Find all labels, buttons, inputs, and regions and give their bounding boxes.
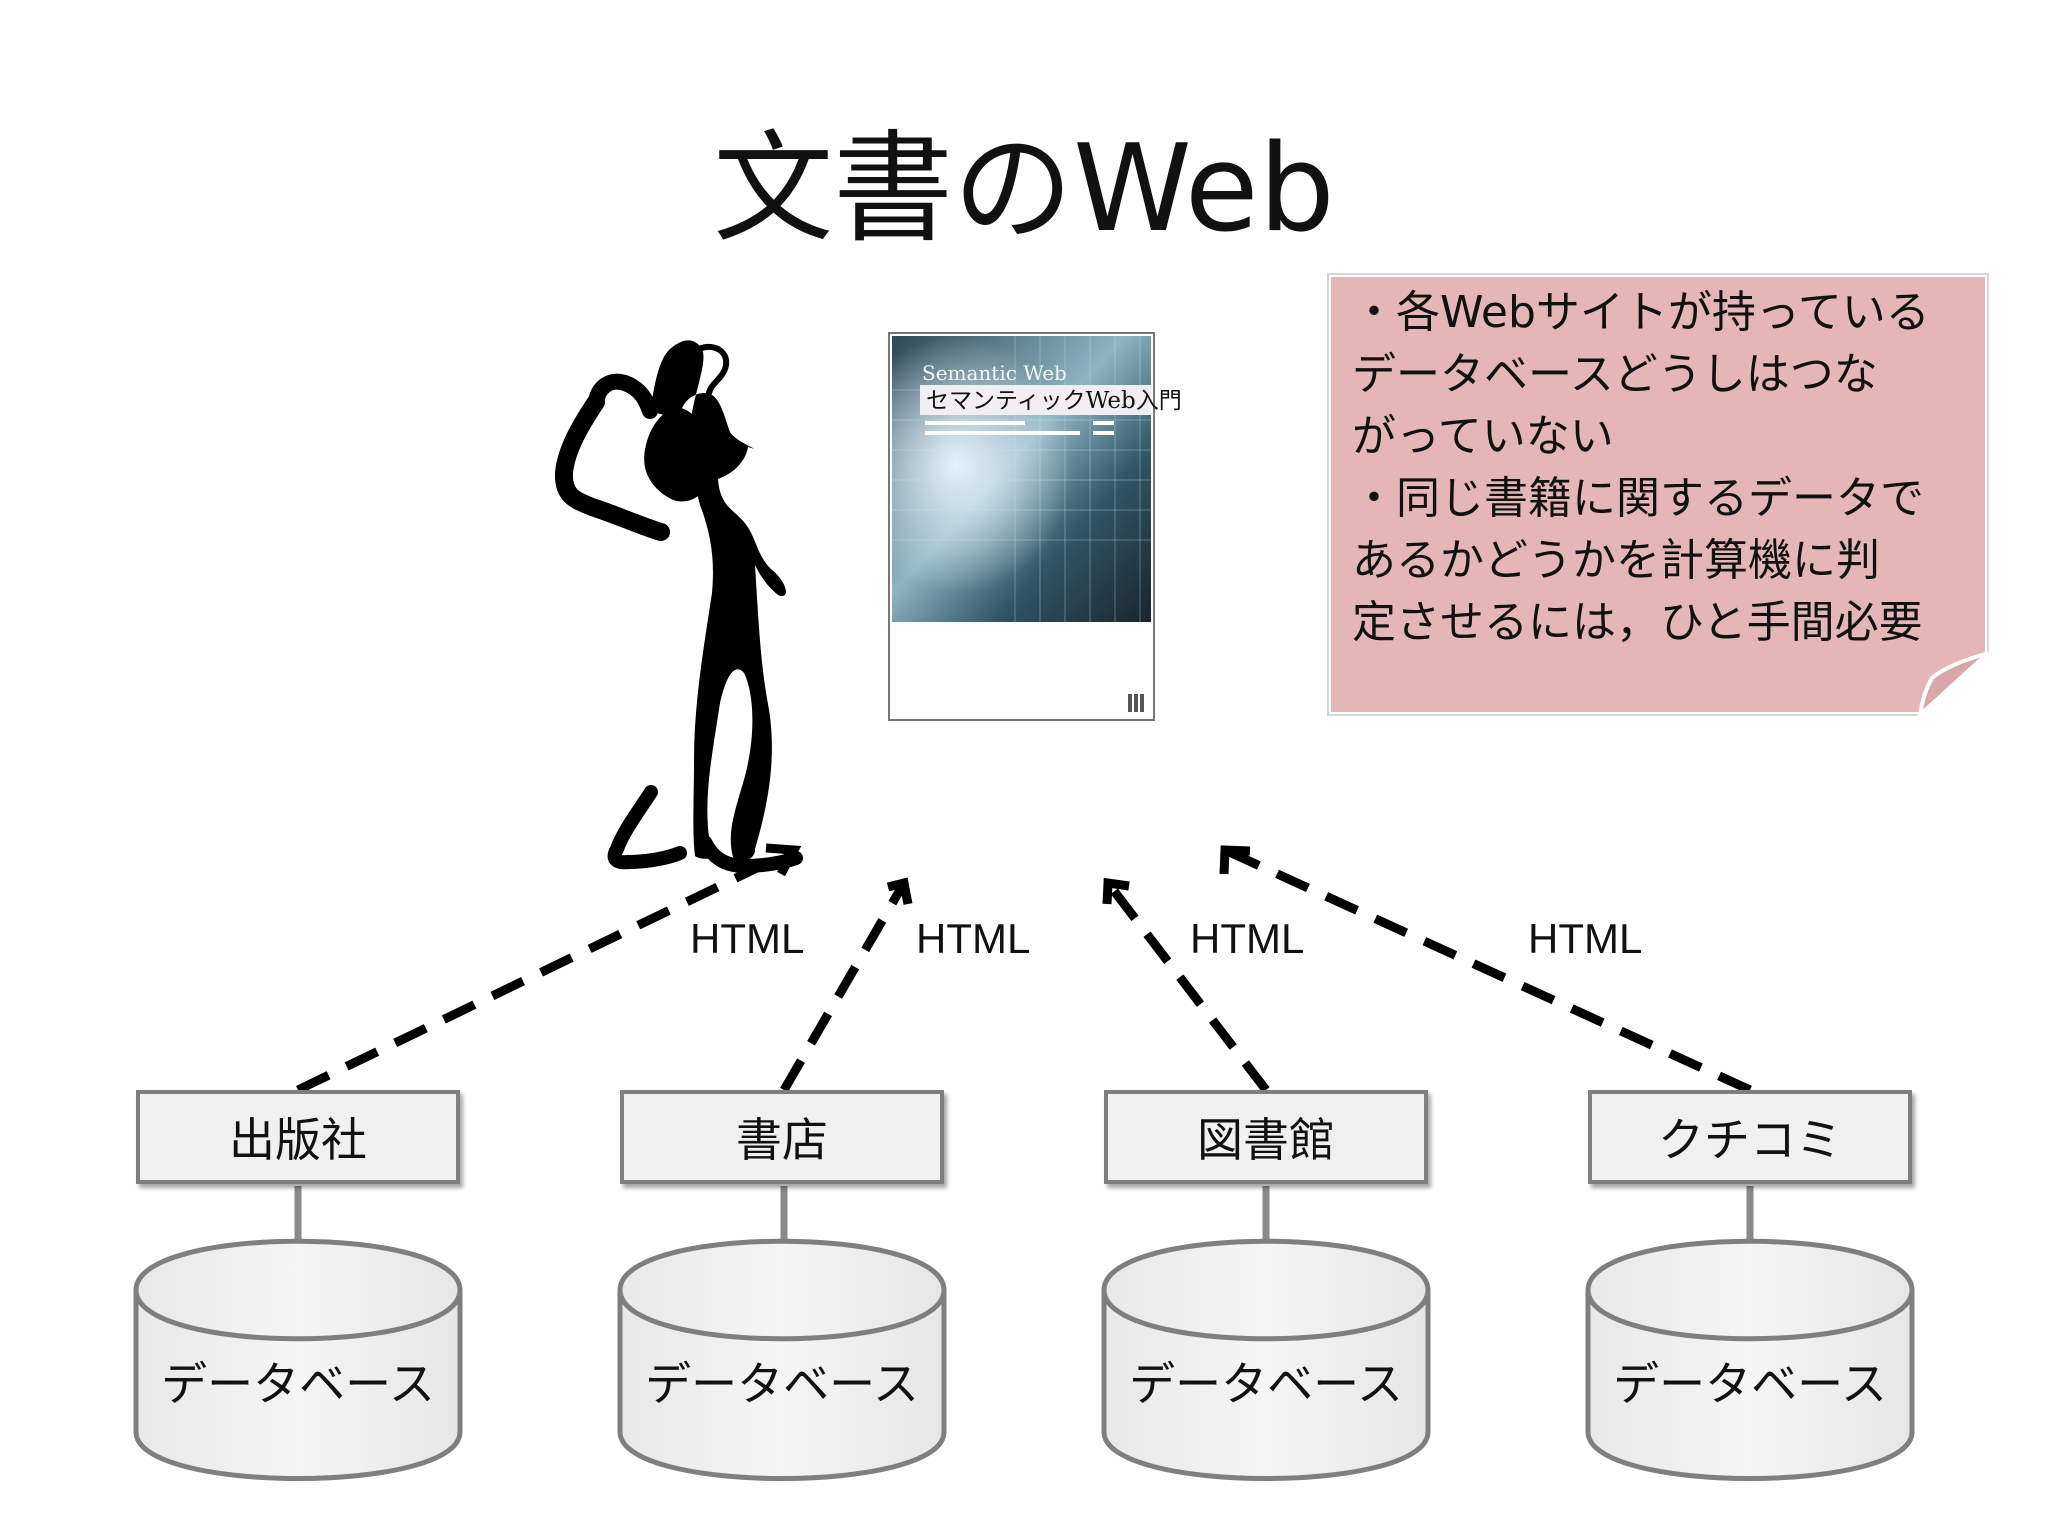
database-label: データベース: [645, 1357, 919, 1411]
note-line: データベースどうしはつな: [1352, 349, 1878, 400]
database-label: データベース: [161, 1357, 435, 1411]
html-label: HTML: [916, 915, 1031, 962]
source-box-reviews: クチコミ: [1588, 1090, 1912, 1184]
note-line: 定させるには，ひと手間必要: [1352, 597, 1923, 648]
book-series-text: Semantic Web: [922, 361, 1067, 385]
database-label: データベース: [1129, 1357, 1403, 1411]
database-cylinder-icon: [617, 1238, 947, 1481]
publisher-mark: [1128, 694, 1144, 712]
html-arrows: [296, 843, 1752, 1095]
note-line: ・各Webサイトが持っている: [1352, 287, 1930, 338]
note-text: ・各Webサイトが持っている データベースどうしはつな がっていない ・同じ書籍…: [1352, 282, 1982, 654]
confused-person-icon: [555, 340, 803, 874]
book-title-text: セマンティックWeb入門: [926, 388, 1182, 414]
html-label: HTML: [1190, 915, 1305, 962]
html-label: HTML: [1528, 915, 1643, 962]
note-line: がっていない: [1352, 411, 1614, 462]
connector-lines: [294, 1186, 1754, 1255]
source-box-bookstore: 書店: [620, 1090, 944, 1184]
database-cylinder-icon: [1101, 1238, 1431, 1481]
source-box-publisher: 出版社: [136, 1090, 460, 1184]
note-line: ・同じ書籍に関するデータで: [1352, 473, 1924, 524]
note-line: あるかどうかを計算機に判: [1352, 535, 1880, 586]
source-box-library: 図書館: [1104, 1090, 1428, 1184]
database-cylinder-icon: [133, 1238, 463, 1481]
question-mark-icon: [689, 343, 730, 409]
book-cover-icon: Semantic Web セマンティックWeb入門: [888, 332, 1182, 721]
database-cylinder-icon: [1585, 1238, 1915, 1481]
note-box: [1325, 271, 1991, 721]
slide-title: 文書のWeb: [713, 120, 1335, 259]
database-label: データベース: [1613, 1357, 1887, 1411]
html-label: HTML: [690, 915, 805, 962]
